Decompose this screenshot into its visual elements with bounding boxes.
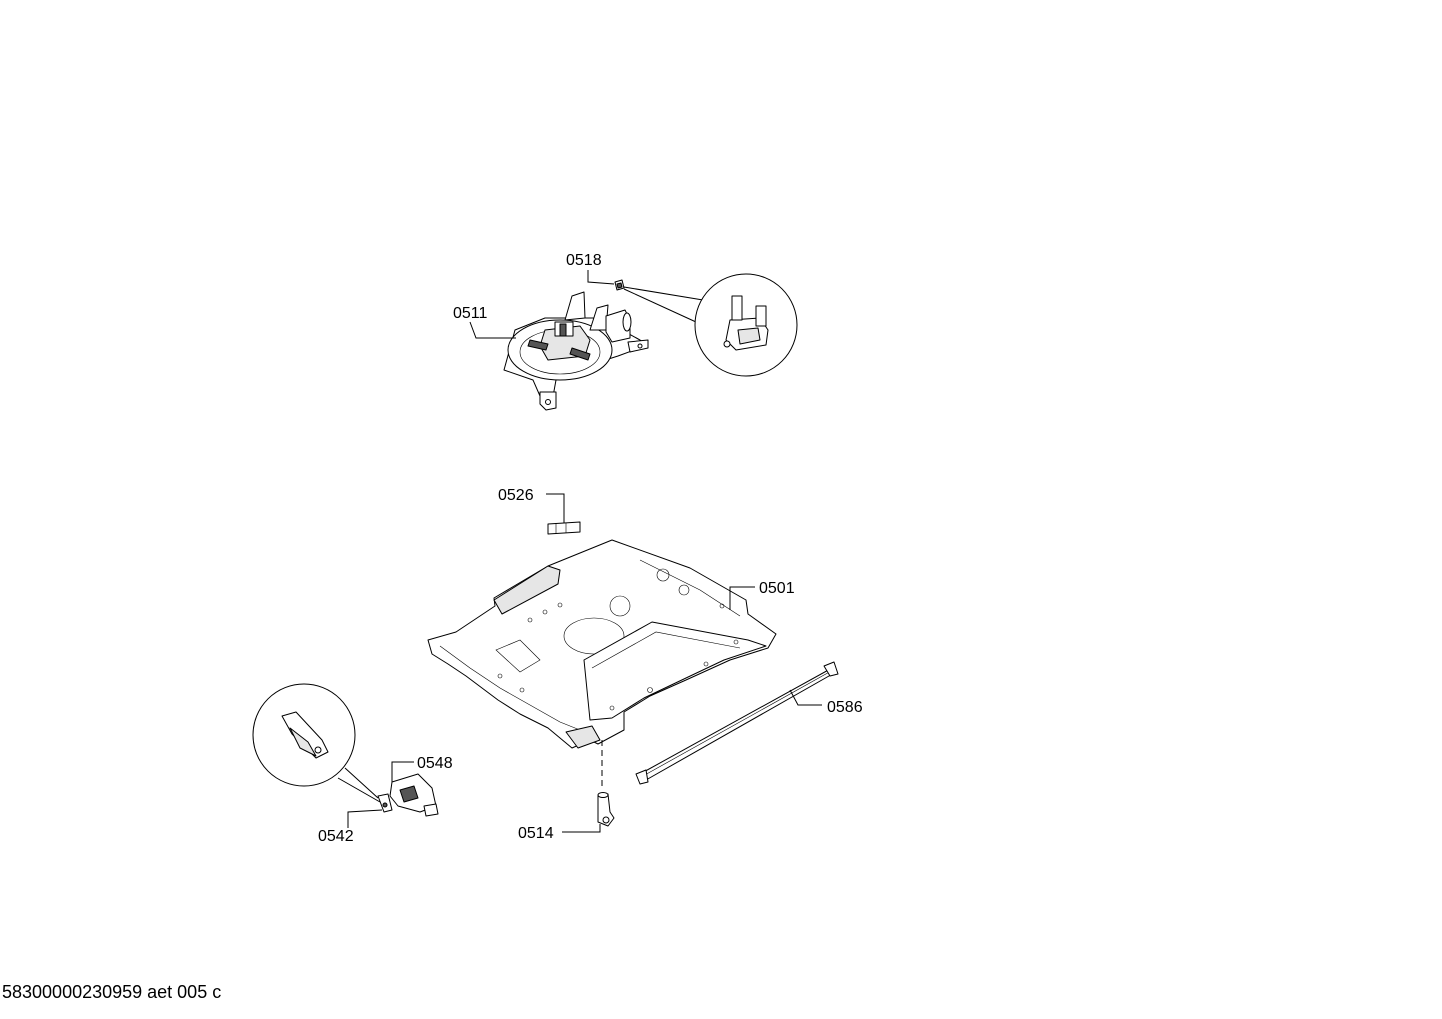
door-switch-part[interactable] xyxy=(389,773,439,817)
document-id: 58300000230959 aet 005 c xyxy=(2,982,221,1002)
label-0501: 0501 xyxy=(759,580,795,597)
label-0518: 0518 xyxy=(566,252,602,269)
label-0586: 0586 xyxy=(827,699,863,716)
detail-leader-line xyxy=(344,767,379,799)
clip-detail-view xyxy=(252,683,356,787)
detail-leader-line xyxy=(337,777,381,803)
side-rail-part[interactable] xyxy=(635,661,839,785)
thermostat-detail-view xyxy=(694,273,798,377)
label-0542: 0542 xyxy=(318,828,354,845)
thermostat-part[interactable] xyxy=(614,279,625,291)
label-0514: 0514 xyxy=(518,825,554,842)
callout-leaders xyxy=(347,270,822,833)
label-0526: 0526 xyxy=(498,487,534,504)
cover-strip-part[interactable] xyxy=(547,521,581,535)
small-clip-part[interactable] xyxy=(377,793,393,813)
fan-motor-assembly[interactable] xyxy=(503,291,649,411)
base-plate-assembly[interactable] xyxy=(427,539,777,749)
foot-hook-part[interactable] xyxy=(597,792,615,827)
detail-leader-line xyxy=(623,288,697,323)
label-0511: 0511 xyxy=(453,305,488,322)
label-0548: 0548 xyxy=(417,755,453,772)
detail-leader-line xyxy=(623,286,704,301)
